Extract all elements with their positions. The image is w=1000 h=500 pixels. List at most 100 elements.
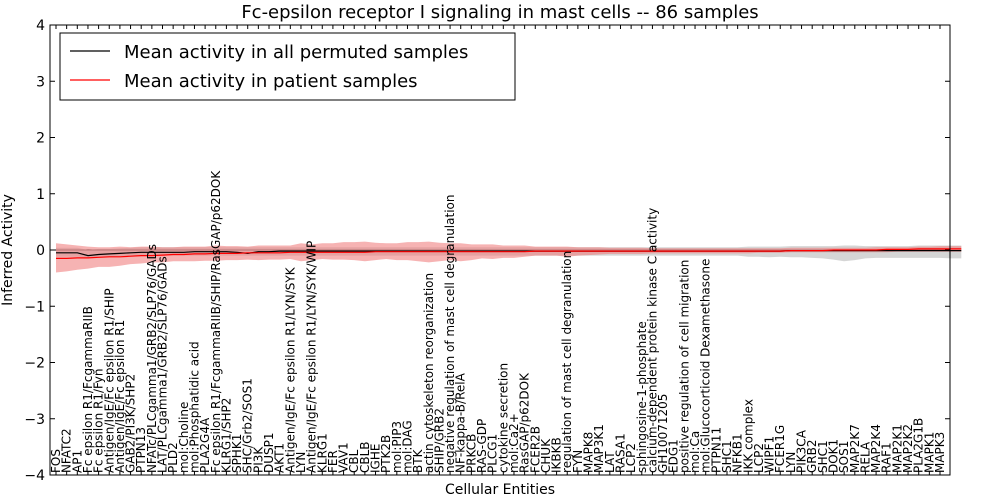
x-tick-label: AKT1: [273, 443, 287, 473]
legend-label-permuted: Mean activity in all permuted samples: [124, 42, 468, 63]
x-tick-label: cytokine secretion: [496, 363, 510, 473]
x-tick-label: PLCG1: [486, 434, 500, 473]
x-tick-label: Fc epsilon R1/Fyn: [92, 368, 106, 473]
x-tick-label: MAP2K1: [890, 424, 904, 473]
x-tick-label: CBL: [347, 449, 361, 473]
x-tick-label: PLA2G4A: [198, 417, 212, 473]
x-tick-label: negative regulation of mast cell degranu…: [443, 195, 457, 474]
x-tick-label: GH10071205: [656, 394, 670, 473]
x-tick-label: SOS1: [837, 441, 851, 473]
x-tick-label: regulation of mast cell degranulation: [560, 251, 574, 473]
x-tick-label: sphingosine-1-phosphate: [635, 321, 649, 473]
x-tick-label: Antigen/IgE/Fc epsilon R1/LYN/SYK: [283, 266, 297, 473]
x-tick-label: LAT: [603, 451, 617, 473]
x-tick-label: MAP2K7: [848, 424, 862, 473]
x-tick-label: Antigen/IgE/Fc epsilon R1/SHIP: [102, 288, 116, 473]
x-tick-label: mol:Ca2+: [507, 413, 521, 473]
patient-range-band: [56, 241, 962, 273]
x-tick-label: mol:PIP3: [390, 421, 404, 473]
x-tick-label: KLRG1: [315, 433, 329, 473]
x-tick-label: SHC1: [720, 440, 734, 473]
y-tick-label: −1: [24, 299, 45, 315]
y-tick-label: −4: [24, 468, 45, 484]
x-tick-label: RASA1: [614, 433, 628, 473]
x-tick-label: MAP2K4: [869, 424, 883, 473]
x-tick-label: LCP2: [624, 443, 638, 473]
y-tick-label: 3: [36, 74, 45, 90]
x-tick-label: VAV1: [337, 442, 351, 473]
x-tick-label: mol:Glucocorticoid Dexamethasone: [699, 259, 713, 473]
x-tick-label: LYN: [294, 452, 308, 473]
x-tick-label: KLRG1/SHP2: [219, 398, 233, 473]
x-tick-label: SHIP/GRB2: [432, 408, 446, 473]
x-tick-label: LYN: [784, 452, 798, 473]
x-tick-label: NFKB1: [731, 433, 745, 473]
x-tick-label: SPHK1: [230, 434, 244, 473]
x-tick-label: CBLB: [358, 442, 372, 474]
x-tick-label: MAP3K1: [592, 424, 606, 473]
x-tick-label: FCER2B: [528, 426, 542, 473]
x-tick-label: IKBKB: [550, 437, 564, 473]
x-tick-label: NF-kappa-B/RelA: [454, 372, 468, 473]
chart-title: Fc-epsilon receptor I signaling in mast …: [241, 2, 758, 23]
x-tick-label: LCP2: [752, 443, 766, 473]
x-tick-label: positive regulation of cell migration: [677, 260, 691, 473]
x-tick-label: FCER1G: [773, 425, 787, 473]
x-tick-label: mol:DAG: [401, 420, 415, 473]
x-tick-label: SHC1: [816, 440, 830, 473]
y-tick-label: 4: [36, 18, 45, 34]
x-tick-label: mol:Phosphatidic acid: [188, 341, 202, 473]
x-tick-label: mol:Choline: [177, 402, 191, 473]
x-tick-label: FYN: [571, 450, 585, 473]
x-tick-label: IGHE: [369, 444, 383, 473]
x-tick-label: NFATc/PLCgamma1/GRB2/SLP76/GADs: [145, 244, 159, 473]
y-tick-label: 1: [36, 187, 45, 203]
y-tick-label: −2: [24, 356, 45, 372]
x-tick-label: AP1: [70, 450, 84, 473]
x-tick-label: BTK: [411, 448, 425, 473]
x-tick-label: FOS: [49, 449, 63, 473]
x-tick-label: PI3K: [251, 446, 265, 473]
x-tick-label: NFATC2: [60, 428, 74, 473]
x-tick-label: mol:Ca: [688, 431, 702, 473]
x-tick-label: RAS-GDP: [475, 419, 489, 473]
x-tick-label: EDG1: [667, 439, 681, 473]
x-tick-label: DOK1: [827, 439, 841, 473]
x-tick-label: MAPK1: [922, 432, 936, 473]
y-tick-label: −3: [24, 412, 45, 428]
y-axis: −4 −3 −2 −1 0 1 2 3 4: [24, 18, 950, 484]
x-tick-label: GAB2/PI3K/SHP2: [124, 374, 138, 473]
legend-label-patient: Mean activity in patient samples: [124, 71, 418, 92]
x-tick-label: Fc epsilon R1/FcgammaRIIB: [81, 306, 95, 473]
x-tick-label: WIPF1: [763, 436, 777, 473]
x-tick-label: IKK complex: [741, 399, 755, 473]
x-tick-label: Antigen/IgE/Fc epsilon R1: [113, 320, 127, 473]
y-tick-label: 0: [36, 243, 45, 259]
x-tick-label: calcium-dependent protein kinase C activ…: [645, 208, 659, 473]
x-tick-label: PTPN11: [709, 427, 723, 473]
legend: Mean activity in all permuted samples Me…: [59, 32, 516, 101]
x-tick-label: MAPK3: [933, 432, 947, 473]
x-tick-label: PTK2B: [379, 435, 393, 473]
x-tick-label: FER: [326, 450, 340, 473]
x-tick-label: Antigen/IgE/Fc epsilon R1/LYN/SYK/WIP: [305, 241, 319, 473]
x-tick-label: DUSP1: [262, 432, 276, 473]
x-tick-label: PTPN13: [134, 427, 148, 473]
x-axis-label: Cellular Entities: [445, 482, 555, 498]
y-tick-label: 2: [36, 131, 45, 147]
legend-box: [59, 32, 516, 101]
x-tick-label: PLA2G1B: [912, 418, 926, 473]
x-tick-label: RELA: [858, 441, 872, 473]
x-tick-label: RAF1: [880, 442, 894, 473]
patient-mean-line: [56, 248, 962, 259]
x-tick-label: Fc epsilon R1/FcgammaRIIB/SHIP/RasGAP/p6…: [209, 170, 223, 473]
x-tick-label: MAPK8: [582, 432, 596, 473]
plot-area: [50, 241, 962, 273]
x-tick-label: PRKCB: [464, 434, 478, 473]
y-axis-label: Inferred Activity: [0, 194, 16, 306]
x-tick-label: actin cytoskeleton reorganization: [422, 273, 436, 473]
x-tick-label: LAT/PLCgamma1/GRB2/SLP76/GADs: [156, 256, 170, 473]
x-tick-label: RasGAP/p62DOK: [518, 372, 532, 473]
